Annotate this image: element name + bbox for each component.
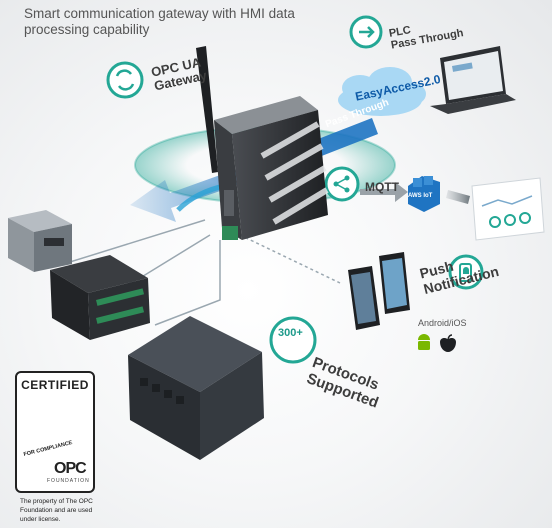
opc-logo-text: OPC [54,460,87,477]
mqtt-share-icon [324,166,360,202]
foundation-label: FOUNDATION [47,478,90,484]
opc-certified-badge: CERTIFIED FOR COMPLIANCE OPC FOUNDATION [15,371,95,493]
protocols-count-label: 300+ [278,327,303,339]
apple-icon [440,334,456,352]
license-note: The property of The OPC Foundation and a… [20,498,93,523]
plc-device-small [8,210,72,272]
plc-device-large [128,316,264,460]
smartphones [348,252,410,330]
compliance-label: FOR COMPLIANCE [23,440,74,458]
protocols-count-badge [269,316,317,364]
gateway-device [214,96,329,240]
certified-title: CERTIFIED [21,378,89,392]
aws-iot-label: AWS IoT [408,193,433,199]
laptop [430,46,516,114]
antenna [196,46,218,173]
sync-arrows-icon [115,69,135,91]
plc-device-medium [50,255,150,340]
easyaccess-cloud [338,67,426,116]
dashboard-screen [471,177,545,241]
aws-iot-icon [408,176,440,212]
mqtt-label: MQTT [365,180,399,194]
aws-to-dashboard-arrow [446,190,470,204]
android-icon [418,334,430,350]
headline: Smart communication gateway with HMI dat… [24,6,295,37]
android-ios-label: Android/iOS [418,318,467,328]
mqtt-arrow [360,182,408,202]
opc-ua-icon [106,61,144,99]
arrow-right-icon [359,26,375,38]
